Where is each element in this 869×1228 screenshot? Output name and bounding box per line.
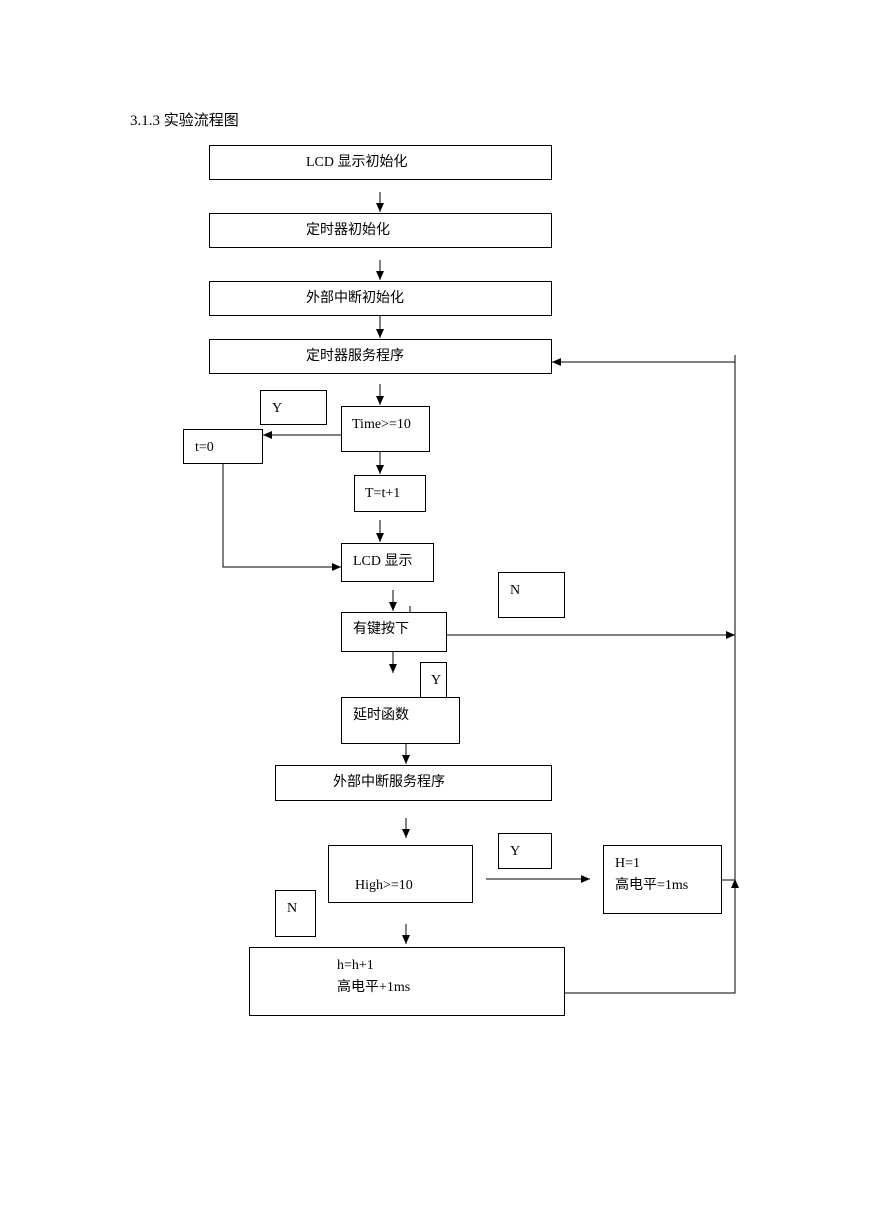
node-h-inc-line2: 高电平+1ms [337,980,411,995]
node-time-check: Time>=10 [341,406,430,452]
node-ext-int-service-label: 外部中断服务程序 [333,775,445,790]
node-high-check-label: High>=10 [355,878,413,893]
node-reset-t: t=0 [183,429,263,464]
label-high-yes: Y [510,844,521,859]
label-box-high-yes: Y [498,833,552,869]
label-key-yes: Y [431,673,442,688]
node-lcd-init: LCD 显示初始化 [209,145,552,180]
section-heading: 3.1.3 实验流程图 [130,113,239,129]
node-lcd-display: LCD 显示 [341,543,434,582]
label-high-no: N [287,901,298,916]
node-h-set: H=1 高电平=1ms [603,845,722,914]
label-box-key-yes: Y [420,662,447,699]
node-t-increment-label: T=t+1 [365,486,401,501]
label-time-yes: Y [272,401,283,416]
node-h-set-line2: 高电平=1ms [615,878,689,893]
node-lcd-display-label: LCD 显示 [353,554,413,569]
label-key-no: N [510,583,521,598]
label-box-key-no: N [498,572,565,618]
node-ext-int-init: 外部中断初始化 [209,281,552,316]
node-t-increment: T=t+1 [354,475,426,512]
node-ext-int-init-label: 外部中断初始化 [306,291,404,306]
node-key-pressed: 有键按下 [341,612,447,652]
node-high-check: High>=10 [328,845,473,903]
label-box-time-yes: Y [260,390,327,425]
node-timer-service: 定时器服务程序 [209,339,552,374]
arrow-reset-to-lcddisplay [222,464,341,571]
node-h-set-line1: H=1 [615,856,641,871]
node-reset-t-label: t=0 [195,440,214,455]
node-key-pressed-label: 有键按下 [353,622,409,637]
node-ext-int-service: 外部中断服务程序 [275,765,552,801]
label-box-high-no: N [275,890,316,937]
node-timer-service-label: 定时器服务程序 [306,349,404,364]
node-h-inc-line1: h=h+1 [337,958,374,973]
node-lcd-init-label: LCD 显示初始化 [306,155,408,170]
node-h-increment: h=h+1 高电平+1ms [249,947,565,1016]
node-delay-func: 延时函数 [341,697,460,744]
node-timer-init-label: 定时器初始化 [306,223,390,238]
node-delay-func-label: 延时函数 [353,708,409,723]
node-timer-init: 定时器初始化 [209,213,552,248]
node-time-check-label: Time>=10 [352,417,411,432]
